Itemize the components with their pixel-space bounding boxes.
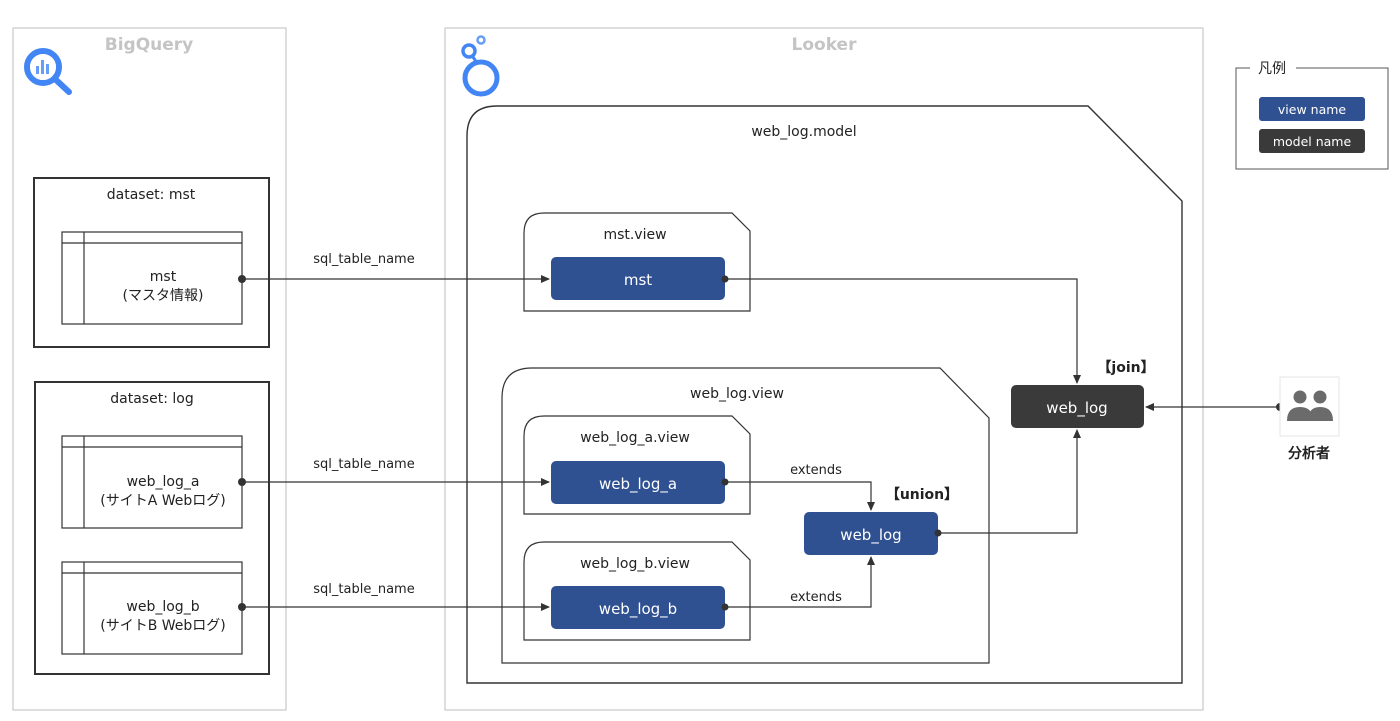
dataset-log-label: dataset: log: [110, 391, 193, 407]
legend-title-bg: [1250, 60, 1296, 76]
people-icon: [1279, 376, 1340, 437]
looker-title: Looker: [792, 35, 858, 55]
web-log-b-view-node[interactable]: [551, 586, 725, 629]
web-log-b-view-node-label: web_log_b: [599, 600, 677, 619]
table-web-log-a: [61, 435, 243, 529]
legend-title: 凡例: [1258, 61, 1286, 77]
legend-model-swatch: [1259, 129, 1365, 153]
legend-model-label: model name: [1273, 134, 1352, 149]
edge-extends-web-log-a: [721, 478, 875, 511]
join-label: 【join】: [1097, 360, 1154, 376]
bigquery-title: BigQuery: [105, 35, 194, 55]
edge-join-union: [934, 429, 1081, 537]
union-view-node[interactable]: [804, 512, 938, 555]
dataset-mst-label: dataset: mst: [107, 187, 196, 203]
edge-label-sql-table-web-log-a: sql_table_name: [313, 457, 414, 472]
edge-label-sql-table-mst: sql_table_name: [313, 252, 414, 267]
mst-view-node-label: mst: [624, 271, 652, 289]
web-log-a-view-file-label: web_log_a.view: [580, 430, 690, 446]
model-file-label: web_log.model: [751, 124, 856, 140]
union-label: 【union】: [886, 487, 958, 503]
table-web-log-a-desc: (サイトA Webログ): [100, 493, 225, 509]
edge-label-sql-table-web-log-b: sql_table_name: [313, 582, 414, 597]
table-web-log-b: [61, 561, 243, 655]
web-log-a-view-node[interactable]: [551, 461, 725, 504]
table-mst-name: mst: [150, 269, 177, 285]
mst-view-file-label: mst.view: [603, 227, 666, 243]
table-web-log-b-desc: (サイトB Webログ): [100, 618, 226, 634]
legend-view-label: view name: [1278, 102, 1347, 117]
edge-label-extends-b: extends: [790, 590, 842, 605]
edge-extends-web-log-b: [721, 556, 875, 611]
legend-view-swatch: [1259, 97, 1365, 121]
table-web-log-b-name: web_log_b: [126, 599, 199, 615]
edge-sql-table-web-log-b: [238, 603, 550, 611]
web-log-a-view-node-label: web_log_a: [599, 475, 677, 494]
bigquery-icon: [24, 48, 72, 95]
table-web-log-a-name: web_log_a: [127, 474, 200, 490]
model-node-label: web_log: [1046, 399, 1107, 418]
mst-view-node[interactable]: [551, 257, 725, 300]
edge-label-extends-a: extends: [790, 463, 842, 478]
looker-icon: [461, 35, 500, 97]
web-log-b-view-file-label: web_log_b.view: [580, 556, 690, 572]
edge-sql-table-web-log-a: [238, 478, 550, 486]
edge-join-mst: [721, 275, 1081, 384]
model-node[interactable]: [1011, 385, 1144, 428]
table-mst-desc: (マスタ情報): [123, 288, 204, 304]
web-log-view-file-label: web_log.view: [690, 386, 784, 402]
edge-sql-table-mst: [238, 275, 550, 283]
analyst-label: 分析者: [1288, 445, 1330, 462]
table-mst: [61, 231, 243, 325]
union-view-node-label: web_log: [840, 526, 901, 545]
